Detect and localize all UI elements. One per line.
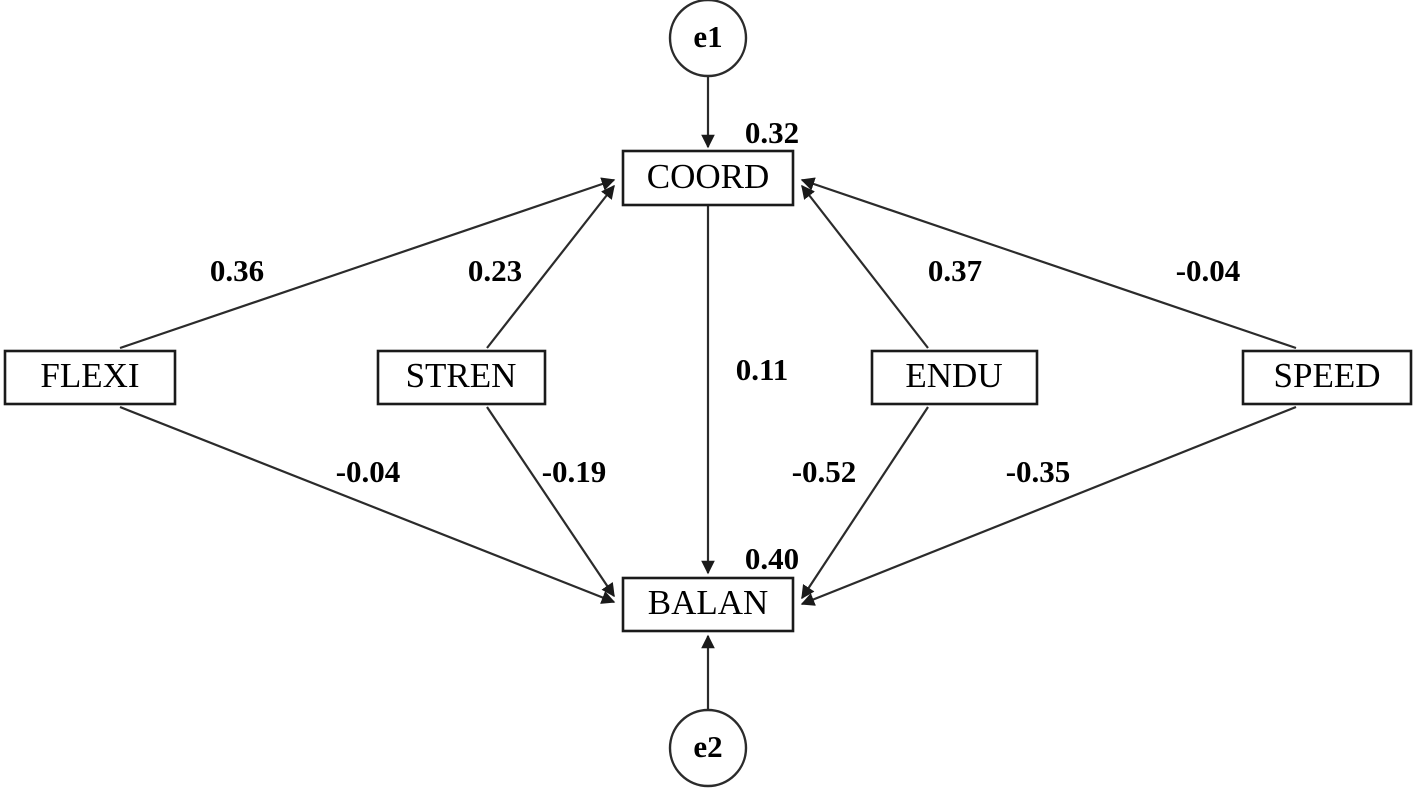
balan-label: BALAN [648,583,769,622]
edges-layer [119,76,1297,710]
node-flexi[interactable]: FLEXI [3,349,177,406]
flexi-label: FLEXI [40,356,139,395]
e1-ellipse [668,0,748,78]
node-e1[interactable]: e1 [668,0,748,78]
edge-labels-layer: 0.32 0.36 0.23 0.37 -0.04 0.11 -0.04 -0.… [210,115,1240,576]
edge-flexi-balan [119,405,616,604]
node-e2[interactable]: e2 [668,708,748,788]
endu-label: ENDU [905,356,1002,395]
edge-endu-balan [801,406,929,600]
edge-label-stren-balan: -0.19 [542,454,607,489]
node-stren[interactable]: STREN [376,349,547,406]
edge-speed-balan [800,405,1297,606]
endu-box [870,349,1039,406]
stren-label: STREN [406,356,517,395]
edge-label-flexi-balan: -0.04 [336,454,401,489]
edge-label-endu-coord: 0.37 [928,253,982,288]
balan-box [621,576,795,633]
edge-label-speed-coord: -0.04 [1176,253,1241,288]
edge-endu-coord [801,184,929,349]
edge-label-e1-coord: 0.32 [745,115,799,150]
e1-label: e1 [693,19,722,54]
coord-label: COORD [647,157,770,196]
speed-box [1241,349,1413,406]
nodes-layer: e1 e2 COORD BALAN FLEXI [3,0,1413,788]
edge-stren-balan [486,406,615,598]
node-speed[interactable]: SPEED [1241,349,1413,406]
edge-flexi-coord [119,177,616,350]
edge-speed-coord [800,177,1297,350]
edge-label-stren-coord: 0.23 [468,253,522,288]
stren-box [376,349,547,406]
flexi-box [3,349,177,406]
e2-ellipse [668,708,748,788]
node-endu[interactable]: ENDU [870,349,1039,406]
node-coord[interactable]: COORD [621,149,795,207]
node-balan[interactable]: BALAN [621,576,795,633]
edge-label-speed-balan: -0.35 [1006,454,1071,489]
edge-stren-coord [486,184,615,349]
edge-label-endu-balan: -0.52 [792,454,857,489]
coord-box [621,149,795,207]
e2-label: e2 [693,729,722,764]
balan-residual-label: 0.40 [745,541,799,576]
edge-label-flexi-coord: 0.36 [210,253,264,288]
edge-label-coord-balan: 0.11 [736,352,789,387]
speed-label: SPEED [1274,356,1381,395]
